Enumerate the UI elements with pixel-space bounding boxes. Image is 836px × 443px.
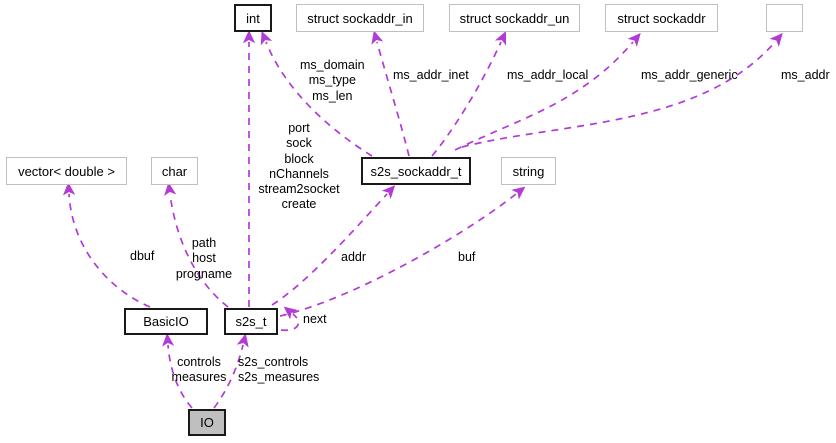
edge-label-addr: addr [341, 250, 367, 264]
edge-label-ms-addr-local: ms_addr_local [507, 68, 589, 82]
edge-label-ms-addr-inet: ms_addr_inet [393, 68, 469, 82]
node-label: int [246, 10, 260, 26]
edge-label-dbuf: dbuf [130, 249, 155, 263]
edge-label-controls-measures: controls measures [171, 355, 227, 385]
edge-label-path-host-progname: path host progname [175, 236, 233, 281]
node-label: char [161, 163, 188, 179]
node-s2s-t[interactable]: s2s_t [224, 308, 278, 335]
node-label: vector< double > [18, 163, 115, 179]
node-label: s2s_t [235, 314, 267, 329]
node-label: struct sockaddr_in [307, 10, 413, 26]
node-string[interactable]: string [501, 157, 556, 185]
edge-label-next: next [303, 312, 327, 326]
node-label: IO [200, 415, 214, 430]
node-io[interactable]: IO [188, 409, 226, 436]
node-label: struct sockaddr_un [459, 10, 570, 26]
edge-label-s2s-t-int-members: port sock block nChannels stream2socket … [258, 121, 340, 212]
edge-s2s_sockaddr_t-anonymous [461, 33, 783, 148]
node-char[interactable]: char [151, 157, 198, 185]
edge-label-ms-domain-type-len: ms_domain ms_type ms_len [300, 58, 365, 103]
node-basicio[interactable]: BasicIO [124, 308, 208, 335]
node-struct-sockaddr[interactable]: struct sockaddr [605, 4, 718, 32]
node-anonymous[interactable] [766, 4, 803, 32]
node-s2s-sockaddr-t[interactable]: s2s_sockaddr_t [361, 157, 471, 185]
edge-s2s_sockaddr_t-sockaddr [454, 32, 641, 151]
node-label: BasicIO [143, 314, 189, 329]
edge-label-s2s-controls-measures: s2s_controls s2s_measures [238, 355, 320, 385]
node-int[interactable]: int [234, 4, 272, 32]
edge-label-ms-addr: ms_addr [781, 68, 830, 82]
node-label: struct sockaddr [617, 10, 706, 26]
edge-label-buf: buf [458, 250, 476, 264]
edge-s2s_sockaddr_t-sockaddr_in [371, 30, 410, 157]
edge-label-ms-addr-generic: ms_addr_generic [641, 68, 738, 82]
node-label: s2s_sockaddr_t [370, 163, 462, 179]
node-struct-sockaddr-in[interactable]: struct sockaddr_in [296, 4, 424, 32]
edge-s2s_sockaddr_t-sockaddr_un [431, 31, 507, 157]
edge-s2s_t-next-self [280, 306, 300, 332]
node-vector-double[interactable]: vector< double > [6, 157, 127, 185]
node-label: string [512, 163, 545, 179]
node-struct-sockaddr-un[interactable]: struct sockaddr_un [449, 4, 580, 32]
